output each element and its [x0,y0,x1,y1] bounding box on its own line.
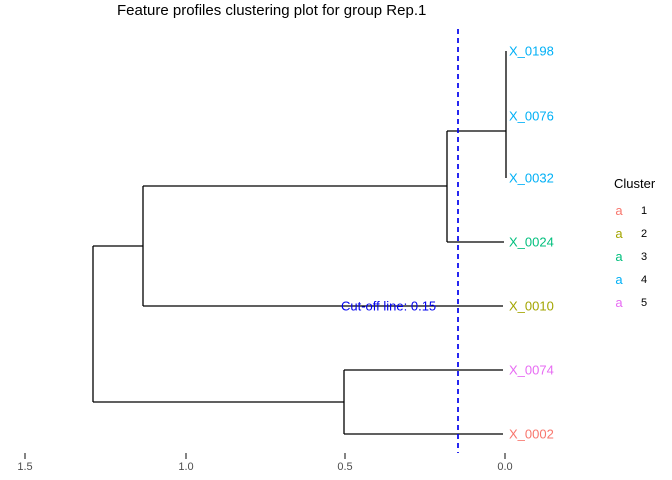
legend-entry-cluster-2: a 2 [612,222,655,245]
x-axis-tick-marks [24,453,506,459]
legend-key-glyph: a [615,295,623,310]
legend: Cluster a 1 a 2 a 3 a 4 a 5 [612,176,655,314]
legend-entry-label: 2 [641,227,648,240]
legend-title: Cluster [614,176,656,191]
legend-key-glyph: a [615,249,623,264]
leaf-label-x-0032: X_0032 [509,170,554,186]
x-axis-tick-label-1-0: 1.0 [178,461,194,473]
legend-entry-label: 1 [641,204,648,217]
leaf-label-x-0074: X_0074 [509,362,554,378]
legend-entry-label: 5 [641,296,648,309]
legend-key-glyph: a [615,203,623,218]
leaf-label-x-0198: X_0198 [509,43,554,59]
leaf-label-x-0002: X_0002 [509,426,554,442]
plot-title: Feature profiles clustering plot for gro… [117,2,427,19]
x-axis-tick-label-0-0: 0.0 [497,461,513,473]
legend-key-glyph: a [615,272,623,287]
x-axis-tick-label-0-5: 0.5 [337,461,353,473]
legend-entry-label: 3 [641,250,648,263]
legend-entry-cluster-3: a 3 [612,245,655,268]
legend-key-glyph: a [615,226,623,241]
leaf-label-x-0076: X_0076 [509,108,554,124]
legend-entry-cluster-4: a 4 [612,268,655,291]
dendrogram-tree-lines [92,51,507,435]
leaf-label-x-0024: X_0024 [509,234,554,250]
legend-entry-label: 4 [641,273,648,286]
legend-entry-cluster-1: a 1 [612,199,655,222]
leaf-label-x-0010: X_0010 [509,298,554,314]
cutoff-line-label: Cut-off line: 0.15 [341,298,437,314]
x-axis-tick-label-1-5: 1.5 [17,461,33,473]
legend-entry-cluster-5: a 5 [612,291,655,314]
